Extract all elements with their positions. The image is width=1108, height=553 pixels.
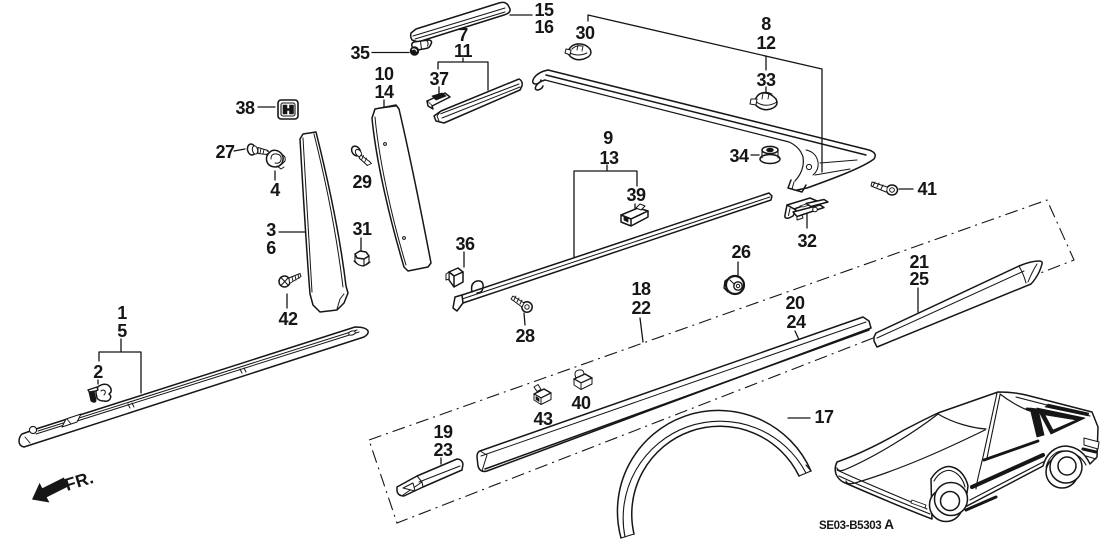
svg-text:42: 42 xyxy=(278,309,298,329)
svg-text:17: 17 xyxy=(814,407,834,427)
svg-text:15: 15 xyxy=(534,0,554,20)
svg-text:22: 22 xyxy=(631,298,651,318)
svg-text:21: 21 xyxy=(909,252,929,272)
svg-text:16: 16 xyxy=(534,17,554,37)
svg-text:7: 7 xyxy=(458,25,468,45)
svg-text:35: 35 xyxy=(350,43,370,63)
svg-text:12: 12 xyxy=(756,33,776,53)
svg-text:1: 1 xyxy=(117,303,127,323)
svg-text:4: 4 xyxy=(270,180,280,200)
svg-text:37: 37 xyxy=(429,69,449,89)
svg-text:41: 41 xyxy=(917,179,937,199)
svg-text:43: 43 xyxy=(533,409,553,429)
svg-text:28: 28 xyxy=(515,326,535,346)
svg-text:23: 23 xyxy=(433,440,453,460)
svg-text:10: 10 xyxy=(374,64,394,84)
svg-text:2: 2 xyxy=(93,362,103,382)
svg-text:30: 30 xyxy=(575,23,595,43)
svg-text:27: 27 xyxy=(215,142,235,162)
svg-text:20: 20 xyxy=(785,293,805,313)
svg-text:9: 9 xyxy=(603,128,613,148)
svg-text:31: 31 xyxy=(352,219,372,239)
svg-text:34: 34 xyxy=(729,146,749,166)
svg-text:SE03-B5303 A: SE03-B5303 A xyxy=(819,517,894,532)
svg-text:29: 29 xyxy=(352,172,372,192)
svg-text:3: 3 xyxy=(266,220,276,240)
svg-text:36: 36 xyxy=(455,234,475,254)
svg-text:38: 38 xyxy=(235,98,255,118)
svg-text:25: 25 xyxy=(909,269,929,289)
svg-text:6: 6 xyxy=(266,238,276,258)
svg-text:26: 26 xyxy=(731,242,751,262)
svg-text:13: 13 xyxy=(599,148,619,168)
svg-text:11: 11 xyxy=(454,41,473,61)
svg-text:8: 8 xyxy=(761,14,771,34)
svg-text:14: 14 xyxy=(374,82,394,102)
svg-text:18: 18 xyxy=(631,279,651,299)
svg-text:39: 39 xyxy=(626,185,646,205)
svg-text:33: 33 xyxy=(756,70,776,90)
svg-text:32: 32 xyxy=(797,231,817,251)
svg-text:40: 40 xyxy=(571,393,591,413)
svg-text:5: 5 xyxy=(117,321,127,341)
svg-text:19: 19 xyxy=(433,422,453,442)
svg-text:24: 24 xyxy=(786,312,806,332)
